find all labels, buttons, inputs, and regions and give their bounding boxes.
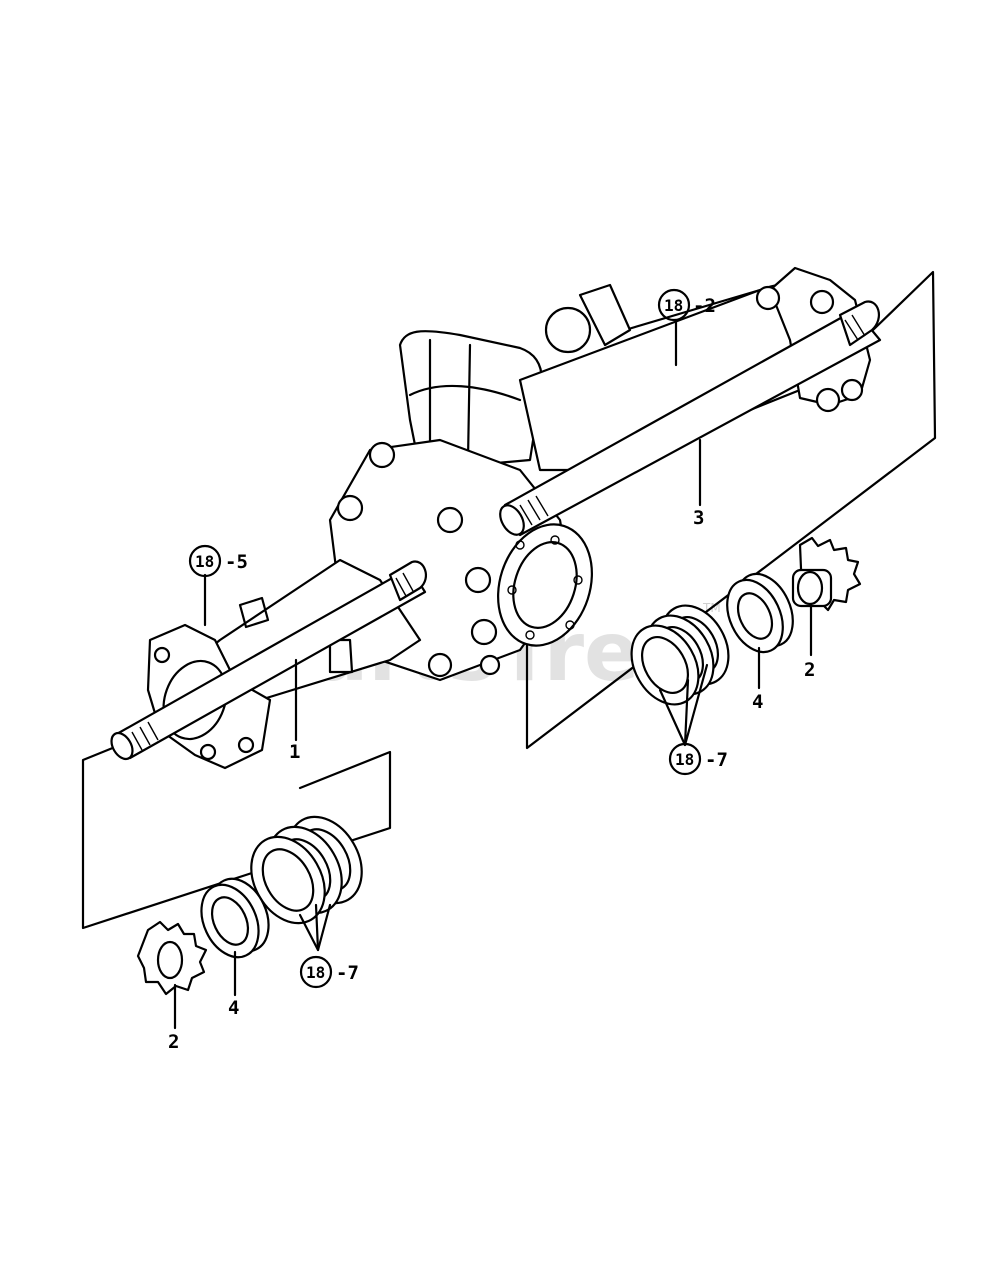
callout-4-left: 4 <box>228 997 239 1019</box>
callout-3: 3 <box>693 507 704 529</box>
svg-text:18: 18 <box>306 963 325 982</box>
svg-text:-5: -5 <box>225 551 248 573</box>
right-assembly-bracket <box>525 270 937 750</box>
leader-lines <box>173 318 813 1030</box>
callout-1: 1 <box>289 741 300 763</box>
callout-18-5: 18 -5 <box>188 544 248 578</box>
leader-18-7-right-b <box>683 678 690 747</box>
left-bevel-gear <box>136 920 208 996</box>
left-axle-shaft <box>110 560 428 761</box>
right-bevel-gear <box>791 536 862 612</box>
svg-text:-2: -2 <box>693 295 716 317</box>
left-assembly-bracket <box>81 743 392 930</box>
svg-text:18: 18 <box>195 552 214 571</box>
svg-text:18: 18 <box>664 296 683 315</box>
svg-text:18: 18 <box>675 750 694 769</box>
callout-4-right: 4 <box>752 691 763 713</box>
callout-18-7-right: 18 -7 <box>668 742 728 776</box>
leader-18-7-left-b <box>314 903 320 952</box>
callout-18-2: 18 -2 <box>657 288 716 322</box>
callout-18-7-left: 18 -7 <box>299 955 359 989</box>
svg-text:-7: -7 <box>336 962 359 984</box>
right-shim-stack <box>630 604 730 706</box>
svg-text:-7: -7 <box>705 749 728 771</box>
left-bearing <box>200 877 270 959</box>
left-shim-stack <box>250 815 363 925</box>
callout-2-right: 2 <box>804 659 815 681</box>
callout-2-left: 2 <box>168 1031 179 1053</box>
right-bearing <box>726 572 794 654</box>
right-axle-shaft <box>499 300 882 537</box>
